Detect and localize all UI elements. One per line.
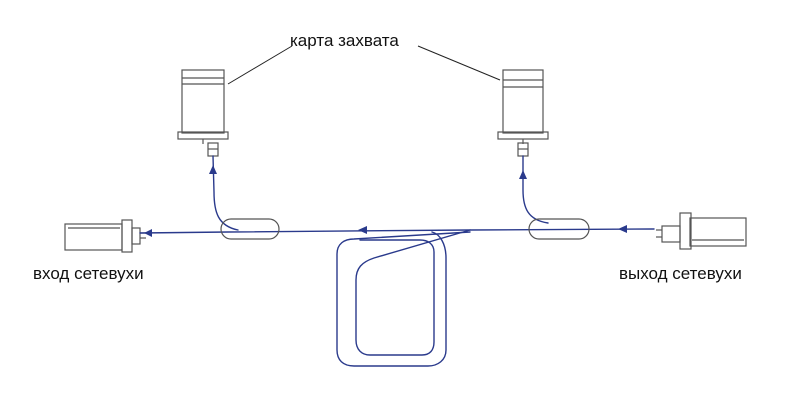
fiber-lines	[139, 155, 655, 367]
capture-card-right	[497, 69, 549, 157]
fiber-branch-left	[212, 155, 239, 231]
arrow-left-end	[144, 229, 152, 237]
capture-label-leaders	[227, 45, 501, 85]
fiber-branch-right	[522, 155, 549, 224]
leader-line-left	[227, 45, 293, 85]
arrow-up-right	[519, 170, 527, 179]
direction-arrows	[144, 165, 627, 237]
net-output-connector	[656, 212, 747, 250]
net-input-connector	[64, 219, 146, 253]
arrow-trunk-right	[618, 225, 627, 233]
fiber-coil-outer	[336, 231, 471, 367]
splitters	[220, 218, 590, 240]
net-input-label: вход сетевухи	[33, 264, 144, 283]
arrow-trunk-left	[358, 226, 367, 234]
capture-card-left	[177, 69, 229, 157]
capture-card-label: карта захвата	[290, 31, 399, 50]
splitter-right	[528, 218, 590, 240]
arrow-up-left	[209, 165, 217, 174]
splitter-left	[220, 218, 280, 240]
fiber-trunk	[139, 228, 655, 234]
fiber-coil-inner	[355, 229, 471, 356]
leader-line-right	[417, 45, 501, 81]
net-output-label: выход сетевухи	[619, 264, 742, 283]
